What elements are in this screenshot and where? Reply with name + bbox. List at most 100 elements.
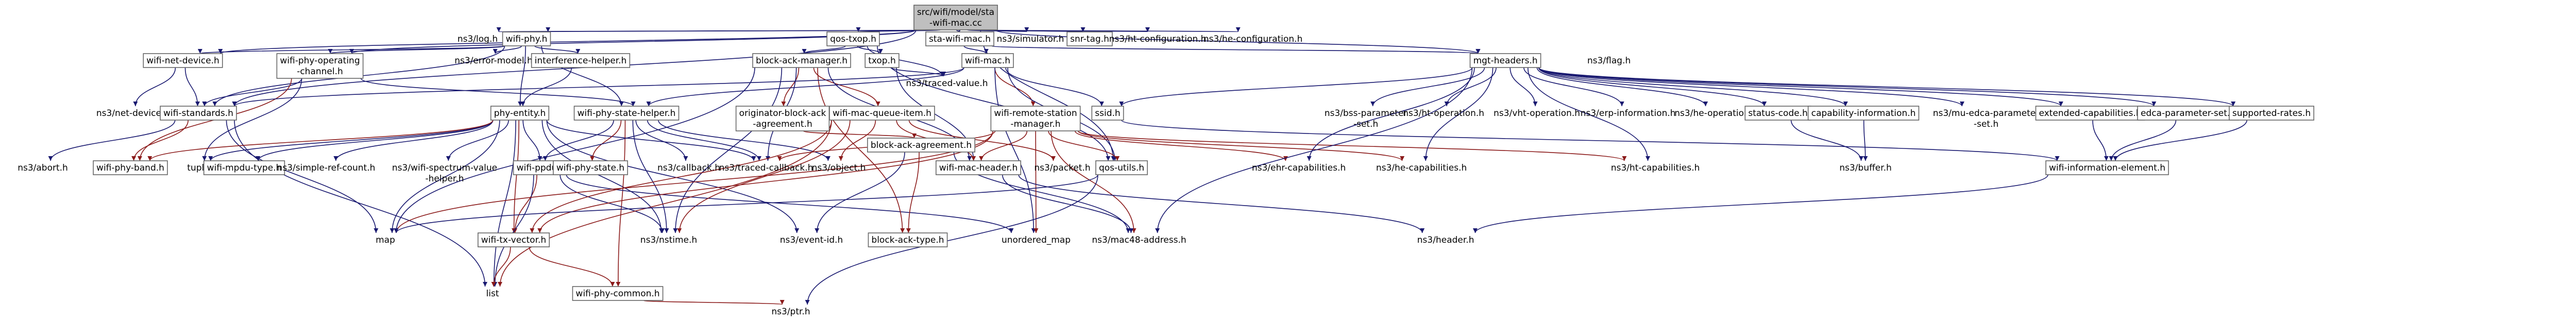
node-wifi-phy-band-h[interactable]: wifi-phy-band.h: [93, 160, 168, 175]
edge: [202, 78, 302, 161]
node-mac48-address-h: ns3/mac48-address.h: [1092, 235, 1186, 245]
node-wifi-net-device-h[interactable]: wifi-net-device.h: [143, 53, 223, 68]
edge: [817, 67, 905, 233]
edge: [394, 174, 1098, 233]
edge: [1523, 67, 1624, 107]
node-label: wifi-phy-band.h: [96, 163, 164, 173]
node-label: edca-parameter-set.h: [2141, 108, 2235, 119]
node-box: [502, 31, 551, 46]
node-label: supported-rates.h: [2232, 108, 2311, 119]
node-capability-information-h[interactable]: capability-information.h: [1807, 106, 1920, 121]
edge-txop-h-to-traced-value-h: [891, 67, 946, 77]
node-label: wifi-phy-operating: [280, 56, 360, 66]
edge: [908, 120, 1056, 161]
edge: [208, 120, 494, 161]
edge: [2113, 120, 2247, 161]
node-wifi-mac-h[interactable]: wifi-mac.h: [961, 53, 1014, 68]
node-qos-utils-h[interactable]: qos-utils.h: [1095, 160, 1148, 175]
node-wifi-phy-op-ch-h[interactable]: wifi-phy-operating-channel.h: [276, 53, 364, 79]
node-wifi-mpdu-type-h[interactable]: wifi-mpdu-type.h: [203, 160, 285, 175]
node-wifi-mac-queue-item-h[interactable]: wifi-mac-queue-item.h: [829, 106, 935, 121]
edge: [1538, 67, 2235, 107]
node-interference-helper-h[interactable]: interference-helper.h: [531, 53, 631, 68]
node-log-h: ns3/log.h: [457, 34, 498, 44]
node-mgt-headers-h[interactable]: mgt-headers.h: [1469, 53, 1541, 68]
edge-wifi-mac-header-h-to-header-h: [1018, 174, 1425, 233]
node-label: txop.h: [868, 56, 896, 66]
edge-wifi-ppdu-h-to-unordered-map: [566, 174, 1014, 233]
edge: [1790, 120, 1863, 161]
node-status-code-h[interactable]: status-code.h: [1744, 106, 1811, 121]
node-wifi-mac-header-h[interactable]: wifi-mac-header.h: [935, 160, 1022, 175]
edge: [446, 120, 509, 161]
node-box: [2229, 106, 2314, 121]
edge-mgt-headers-h-to-erp-information-h: [1523, 67, 1624, 107]
node-box: [553, 160, 628, 175]
edge: [1370, 67, 1485, 107]
node-wifi-phy-state-helper-h[interactable]: wifi-phy-state-helper.h: [573, 106, 680, 121]
node-supported-rates-h[interactable]: supported-rates.h: [2229, 106, 2314, 121]
node-label: status-code.h: [1748, 108, 1808, 119]
edge: [616, 120, 626, 287]
node-block-ack-manager-h[interactable]: block-ack-manager.h: [752, 53, 851, 68]
node-wifi-phy-common-h[interactable]: wifi-phy-common.h: [572, 286, 664, 301]
edge: [1050, 130, 1137, 233]
node-label: unordered_map: [1002, 235, 1071, 245]
edge-qos-utils-h-to-map: [394, 174, 1098, 233]
node-wifi-tx-vector-h[interactable]: wifi-tx-vector.h: [477, 232, 550, 247]
node-box: [925, 31, 994, 46]
edge: [802, 45, 846, 54]
node-qos-txop-h[interactable]: qos-txop.h: [826, 31, 880, 46]
node-label: ns3/erp-information.h: [1581, 108, 1676, 119]
edge: [2109, 120, 2177, 161]
node-block-ack-agreement-h[interactable]: block-ack-agreement.h: [867, 138, 975, 153]
node-originator-bas-h[interactable]: originator-block-ack-agreement.h: [735, 106, 830, 131]
edge-wifi-phy-h-to-phy-entity-h: [518, 45, 526, 107]
edge: [520, 67, 572, 107]
edge: [512, 120, 519, 233]
edge-wifi-remote-station-manager-h-to-ehr-capabilities-h: [1074, 130, 1288, 161]
edge: [803, 130, 917, 139]
node-label: wifi-mac-queue-item.h: [833, 108, 931, 119]
node-label: wifi-standards.h: [163, 108, 233, 119]
node-wifi-phy-state-h[interactable]: wifi-phy-state.h: [553, 160, 628, 175]
node-label: ns3/net-device.h: [96, 108, 170, 119]
node-ssid-h[interactable]: ssid.h: [1091, 106, 1124, 121]
node-label: ns3/simple-ref-count.h: [277, 163, 376, 173]
edge-wifi-remote-station-manager-h-to-wifi-mac-header-h: [979, 130, 1028, 161]
node-label: list: [486, 289, 499, 299]
edge: [1538, 67, 1964, 107]
node-snr-tag-h[interactable]: snr-tag.h: [1066, 31, 1113, 46]
node-sta-wifi-mac-h[interactable]: sta-wifi-mac.h: [925, 31, 994, 46]
node-box: [572, 286, 664, 301]
node-ptr-h: ns3/ptr.h: [771, 307, 810, 317]
node-box: [829, 106, 935, 121]
node-root[interactable]: src/wifi/model/sta-wifi-mac.cc: [913, 5, 998, 30]
edge-mgt-headers-h-to-mu-edca-param-set-h: [1538, 67, 1964, 107]
node-extended-capabilities-h[interactable]: extended-capabilities.h: [2035, 106, 2145, 121]
node-box: [160, 106, 237, 121]
node-label: -helper.h: [426, 174, 464, 184]
edge: [1002, 174, 1133, 233]
node-wifi-remote-station-manager-h[interactable]: wifi-remote-station-manager.h: [990, 106, 1081, 131]
node-wifi-information-element-h[interactable]: wifi-information-element.h: [2045, 160, 2169, 175]
edge: [991, 45, 1480, 54]
node-phy-entity-h[interactable]: phy-entity.h: [490, 106, 550, 121]
node-label: ns3/mu-edca-parameter: [1933, 108, 2040, 119]
edge: [560, 174, 665, 233]
edge-wifi-remote-station-manager-h-to-ht-capabilities-h: [1077, 130, 1627, 161]
node-block-ack-type-h[interactable]: block-ack-type.h: [868, 232, 948, 247]
edge-phy-entity-h-to-wifi-ppdu-h: [522, 120, 543, 161]
node-wifi-standards-h[interactable]: wifi-standards.h: [160, 106, 237, 121]
node-edca-parameter-set-h[interactable]: edca-parameter-set.h: [2137, 106, 2239, 121]
node-traced-value-h: ns3/traced-value.h: [906, 78, 988, 89]
edge-block-ack-manager-h-to-block-ack-type-h: [817, 67, 905, 233]
edge-mgt-headers-h-to-ehr-capabilities-h: [1307, 67, 1475, 161]
edge-wifi-phy-common-h-to-ptr-h: [643, 299, 785, 305]
edge-phy-entity-h-to-traced-callback-h: [546, 120, 756, 161]
node-he-config-h: ns3/he-configuration.h: [1204, 34, 1303, 44]
edge-status-code-h-to-buffer-h: [1790, 120, 1863, 161]
node-wifi-phy-h[interactable]: wifi-phy.h: [502, 31, 551, 46]
node-txop-h[interactable]: txop.h: [865, 53, 900, 68]
node-header-h: ns3/header.h: [1417, 235, 1475, 245]
